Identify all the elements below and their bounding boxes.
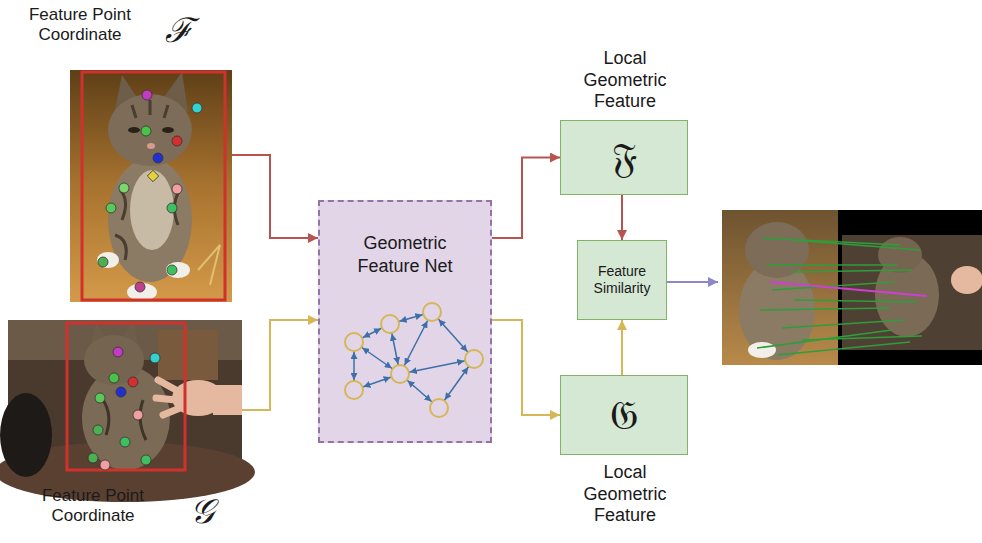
flow-arrow — [232, 155, 318, 238]
flow-arrow — [492, 158, 560, 239]
set-symbol: ℱ — [165, 13, 193, 47]
network-box: Geometric Feature Net — [318, 200, 492, 443]
flow-arrow — [621, 195, 623, 240]
input-label: Feature Point Coordinate — [13, 486, 173, 527]
set-symbol: 𝒢 — [190, 494, 214, 528]
flow-arrow — [242, 320, 318, 410]
feature-symbol: 𝔊 — [610, 395, 638, 435]
similarity-box: Feature Similarity — [577, 240, 667, 320]
output-arrow — [666, 281, 718, 283]
feature-symbol: 𝔉 — [612, 138, 637, 178]
matching-result-image — [722, 210, 982, 365]
input-image-panel: Feature Point Coordinate ℱ — [15, 5, 232, 303]
input-label: Feature Point Coordinate — [15, 5, 145, 46]
feature-heading: Local Geometric Feature — [575, 462, 675, 527]
network-title: Geometric Feature Net — [349, 232, 461, 277]
feature-heading: Local Geometric Feature — [575, 48, 675, 113]
cat-photo — [0, 320, 255, 502]
similarity-label: Feature Similarity — [582, 263, 662, 298]
feature-box: 𝔊Local Geometric Feature — [560, 375, 688, 455]
flow-arrow — [621, 320, 623, 375]
flow-arrow — [492, 320, 560, 415]
input-image-panel: Feature Point Coordinate 𝒢 — [8, 318, 242, 536]
cat-photo — [70, 70, 232, 302]
feature-box: Local Geometric Feature𝔉 — [560, 120, 688, 195]
